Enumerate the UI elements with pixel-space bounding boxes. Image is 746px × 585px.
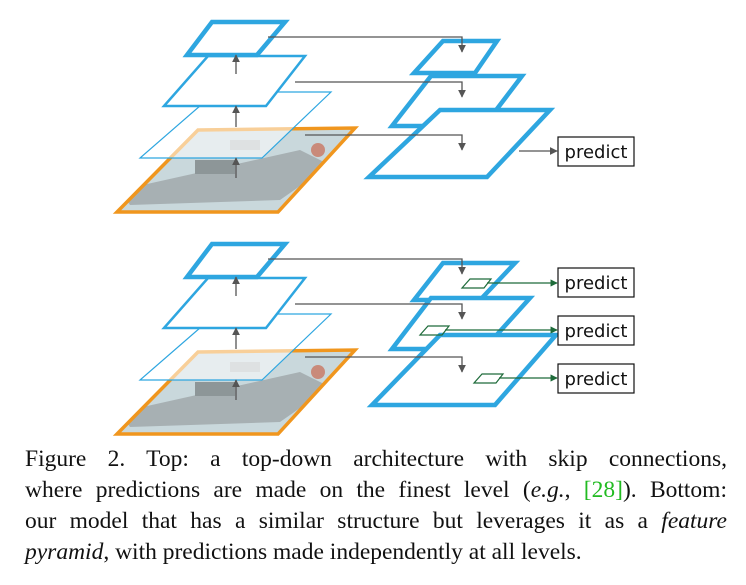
- predict-box-bottom-1: [557, 267, 635, 298]
- skip-connection-bottom-1: [268, 258, 466, 275]
- predict-box-top: [557, 136, 635, 167]
- figure-diagram: predict pr: [112, 19, 635, 436]
- caption-pyramid: pyramid: [25, 539, 104, 565]
- caption-line-2: where predictions are made on the finest…: [25, 475, 727, 506]
- prediction-patch-2: [418, 325, 451, 336]
- bottom-up-layer-3-bottom: [182, 241, 290, 280]
- bottom-up-layer-3-top: [182, 19, 290, 58]
- caption-text: , with predictions made independently at…: [103, 539, 582, 565]
- bottom-up-layer-2-top: [161, 54, 308, 108]
- caption-line-3: our model that has a similar structure b…: [25, 506, 727, 537]
- caption-line-4: pyramid, with predictions made independe…: [25, 537, 727, 568]
- prediction-patch-3: [472, 373, 505, 384]
- bottom-up-layer-2-bottom: [161, 276, 308, 330]
- prediction-patch-1: [460, 278, 493, 289]
- predict-label-bottom-3: predict: [565, 369, 628, 390]
- caption-eg: e.g.: [530, 477, 565, 503]
- bottom-feature-pyramid-diagram: predict predict predict: [112, 241, 635, 436]
- caption-line-1: Figure 2. Top: a top-down architecture w…: [25, 446, 727, 472]
- skip-connection-top-1: [268, 36, 466, 53]
- predict-label-bottom-2: predict: [565, 321, 628, 342]
- predict-box-bottom-2: [557, 315, 635, 346]
- figure-caption: Figure 2. Top: a top-down architecture w…: [25, 444, 727, 568]
- caption-feature: feature: [661, 508, 727, 534]
- caption-text: our model that has a similar structure b…: [25, 508, 662, 534]
- caption-text: where predictions are made on the finest…: [25, 477, 531, 503]
- caption-text: ). Bottom:: [622, 477, 727, 503]
- skip-connection-bottom-2: [295, 303, 466, 320]
- skip-connection-top-3: [305, 134, 466, 151]
- input-image-frame-top: [112, 126, 360, 214]
- input-image-frame-bottom: [112, 348, 360, 436]
- top-down-layer-1-bottom: [409, 260, 521, 303]
- skip-connection-top-2: [295, 81, 466, 98]
- top-down-layer-1-top: [408, 38, 502, 76]
- citation-bracket: [: [583, 477, 592, 503]
- predict-label-top: predict: [565, 142, 628, 163]
- predict-box-bottom-3: [557, 363, 635, 394]
- citation-link[interactable]: 28: [591, 477, 616, 503]
- caption-text: ,: [564, 477, 584, 503]
- top-architecture-diagram: predict: [112, 19, 635, 214]
- predict-label-bottom-1: predict: [565, 273, 628, 294]
- skip-connection-bottom-3: [305, 356, 466, 373]
- citation-bracket: ]: [615, 477, 623, 503]
